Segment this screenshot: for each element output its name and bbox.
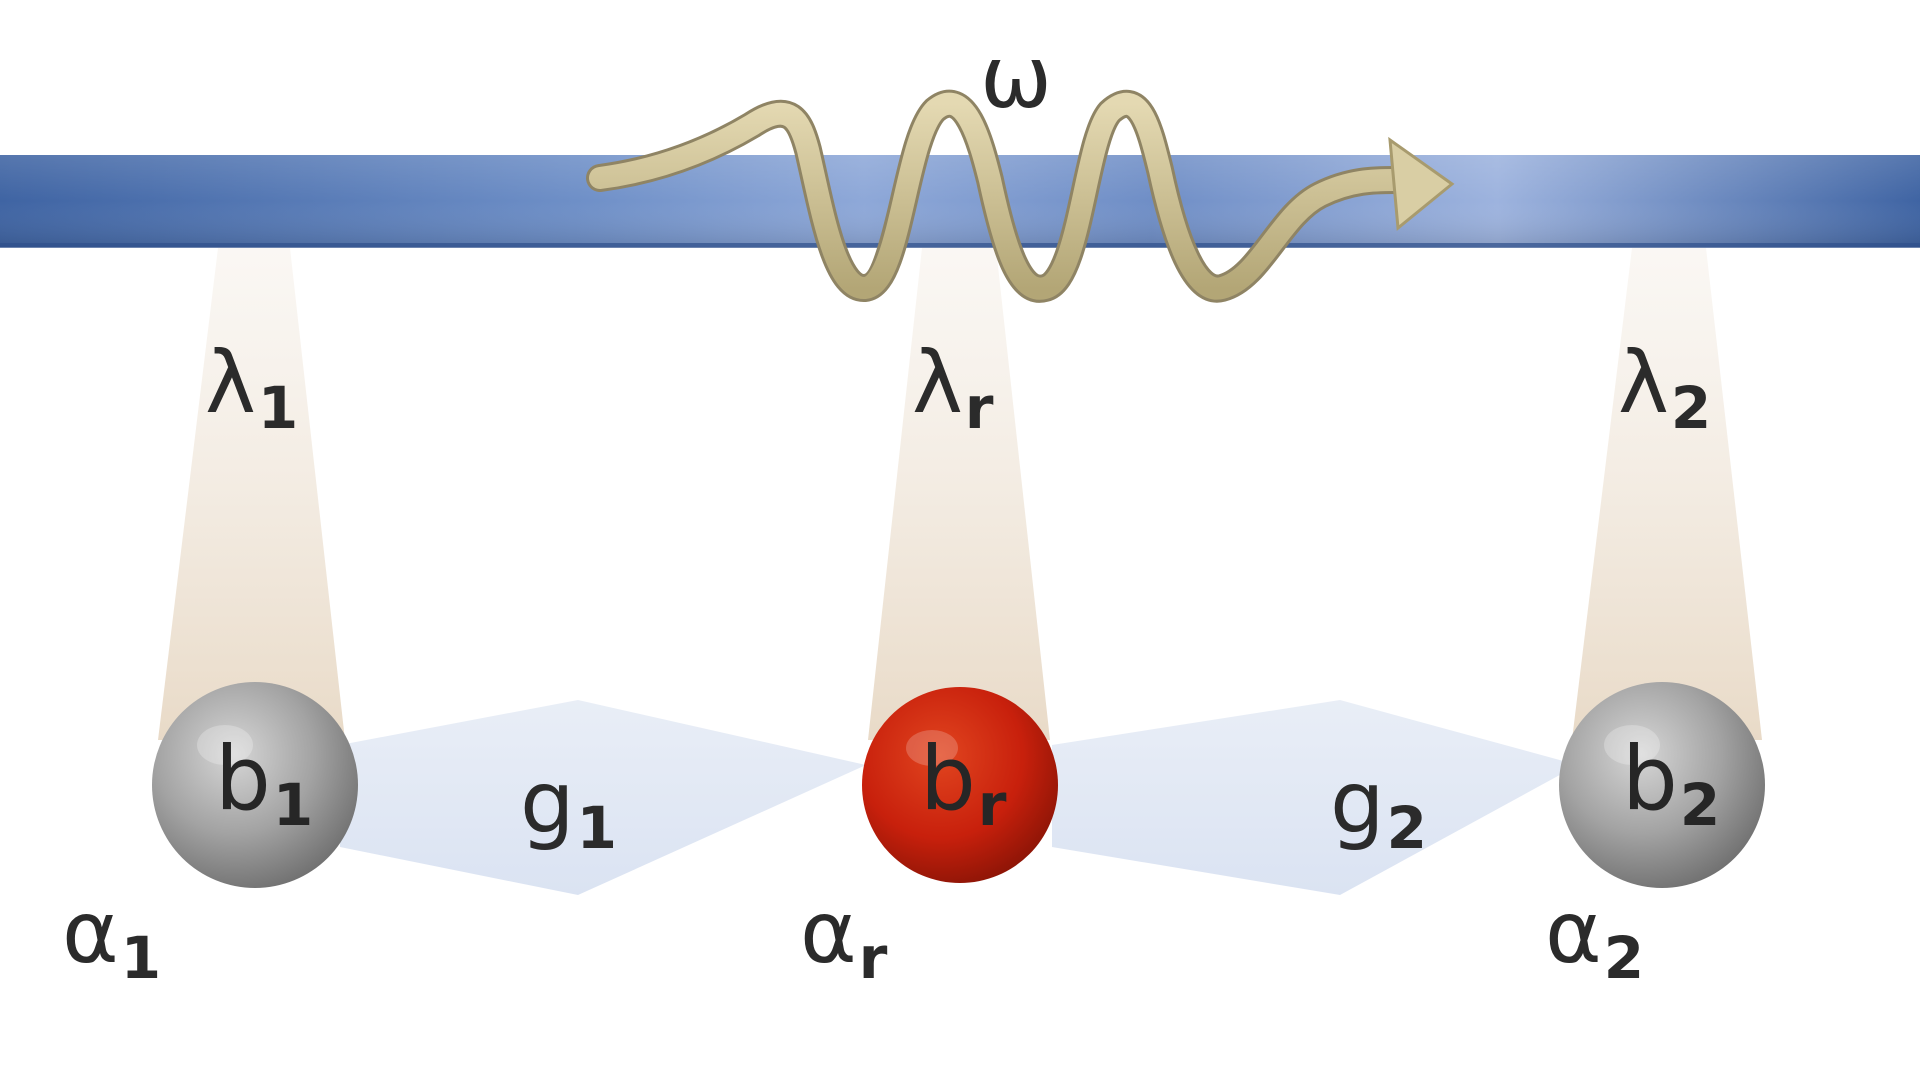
mode-label-r: br [920, 727, 1007, 840]
alpha-label-r: αr [800, 883, 888, 993]
alpha-label-2: α2 [1545, 883, 1645, 993]
lambda-label-r: λr [912, 333, 994, 443]
lambda-label-2: λ2 [1618, 333, 1712, 443]
ball-glint [1604, 725, 1660, 765]
coupling-beam-r [868, 248, 1050, 740]
coupling-diamond-g1 [340, 700, 866, 895]
photon-helix-icon [586, 89, 1455, 303]
drive-frequency-label: ω [980, 28, 1053, 128]
g-label-1: g1 [520, 753, 617, 863]
waveguide [0, 155, 1920, 248]
coupling-beam-2 [1572, 248, 1762, 740]
photon-arrowhead-icon [1388, 136, 1455, 231]
ball-glint [906, 730, 958, 766]
g-label-2: g2 [1330, 753, 1427, 863]
ball-glint [197, 725, 253, 765]
oscillator-ball-2 [1559, 682, 1765, 888]
coupling-beam-1 [158, 248, 345, 740]
alpha-label-1: α1 [62, 883, 162, 993]
mode-label-1: b1 [215, 727, 314, 840]
coupling-diamond-g2 [1052, 700, 1578, 895]
oscillator-ball-1 [152, 682, 358, 888]
mode-label-2: b2 [1622, 727, 1721, 840]
lambda-label-1: λ1 [205, 333, 299, 443]
resonator-ball-r [862, 687, 1058, 883]
